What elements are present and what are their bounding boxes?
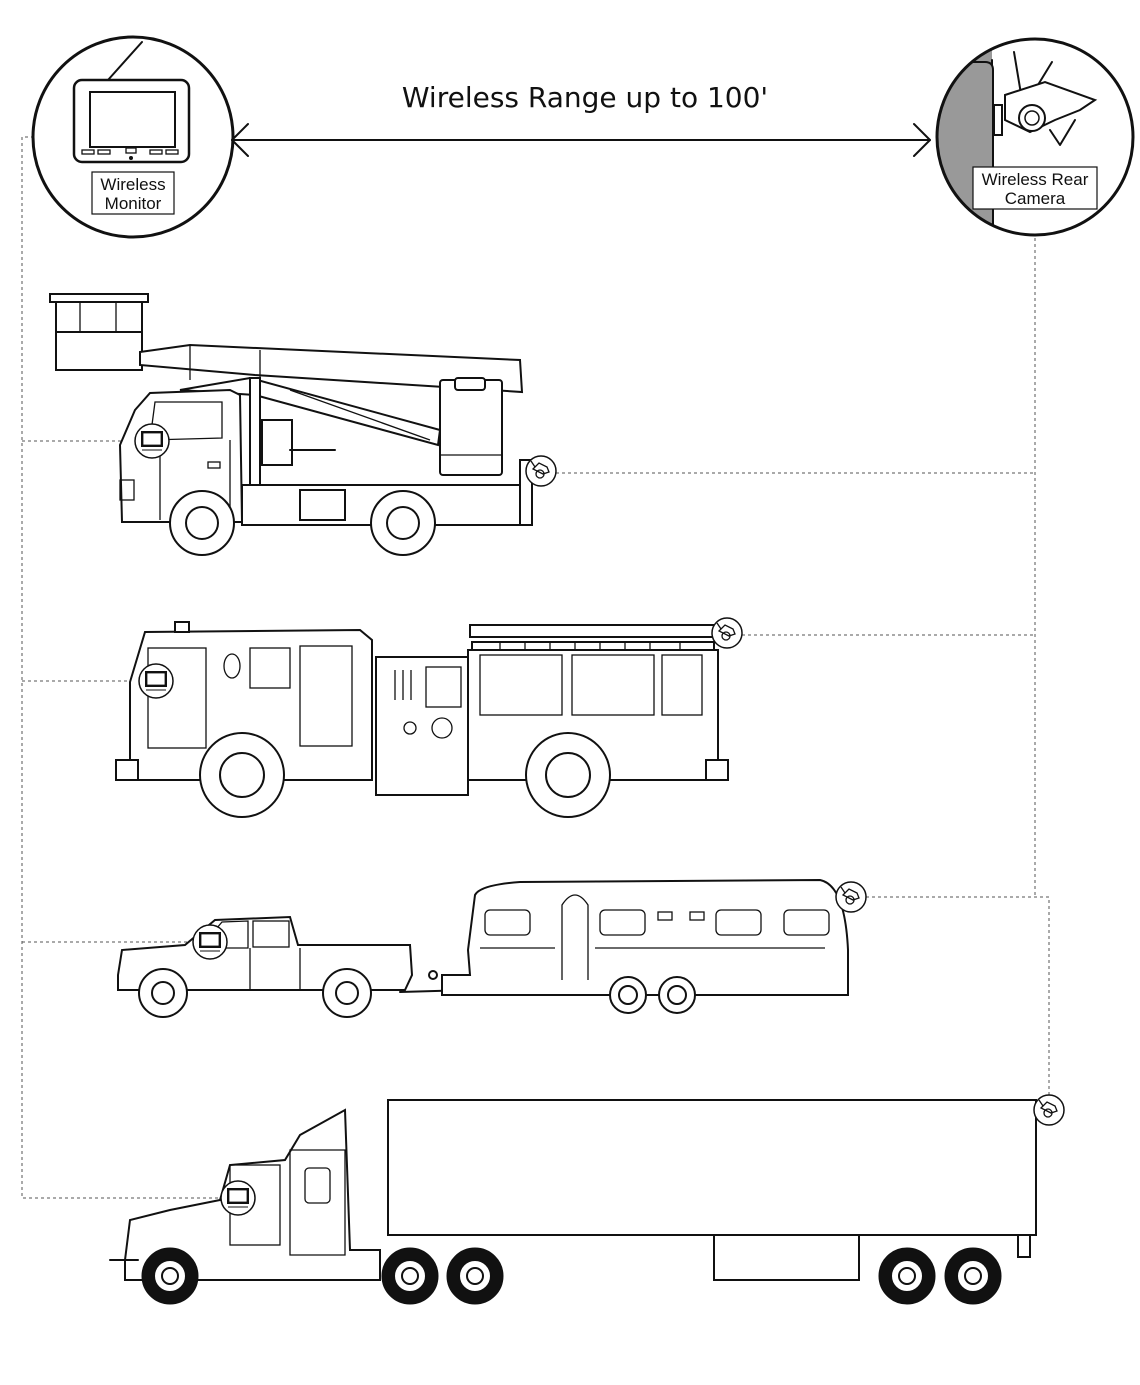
semi-truck-with-trailer [109,1094,1065,1305]
rear-camera-mount-icon [1033,1094,1065,1126]
range-arrow [231,123,931,157]
pickup-with-travel-trailer [117,878,867,1018]
monitor-mount-icon [192,924,228,960]
wireless-camera-inset: Wireless Rear Camera [935,37,1135,237]
rear-camera-mount-icon [711,617,743,649]
wireless-monitor-inset: Wireless Monitor [31,35,235,239]
monitor-label-line2: Monitor [105,194,162,213]
connector-lines [21,136,1050,1199]
monitor-icon [72,41,191,164]
camera-label-line2: Camera [1005,189,1066,208]
monitor-mount-icon [134,423,170,459]
fire-engine [115,617,743,818]
monitor-mount-icon [220,1180,256,1216]
rear-camera-mount-icon [835,881,867,913]
bucket-truck [49,293,557,556]
camera-label-line1: Wireless Rear [982,170,1089,189]
rear-camera-mount-icon [525,455,557,487]
rear-camera-icon [993,51,1098,146]
diagram-title: Wireless Range up to 100' [402,81,768,114]
monitor-mount-icon [138,663,174,699]
monitor-label-line1: Wireless [100,175,165,194]
